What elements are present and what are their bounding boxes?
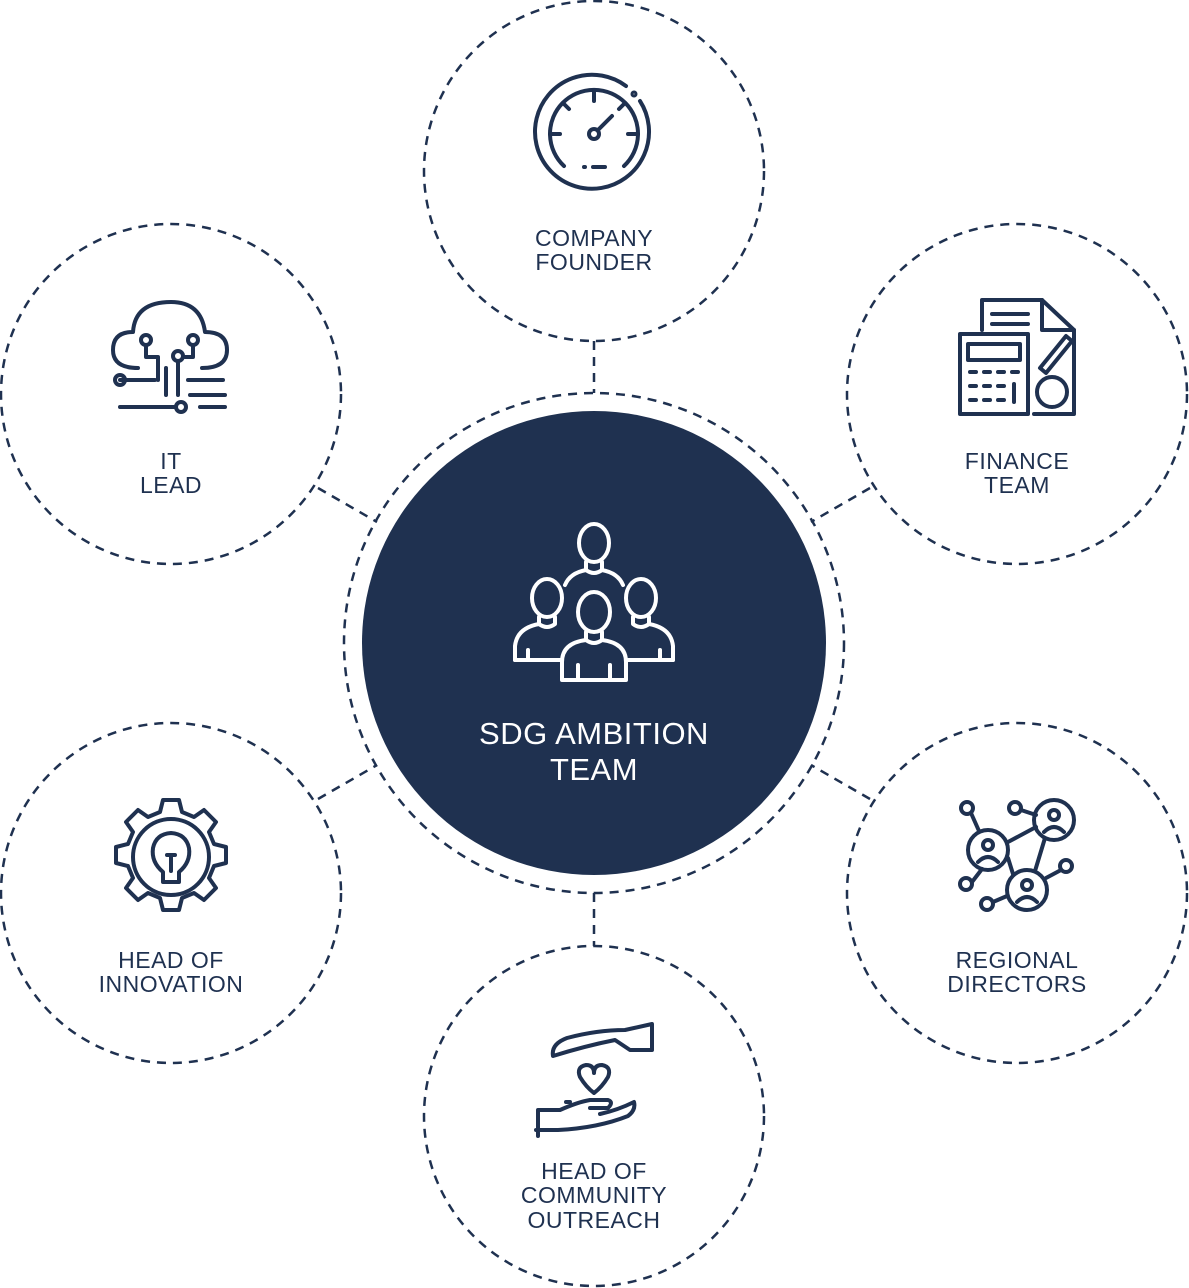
center-ring: [342, 391, 846, 895]
gear-lightbulb-icon: [114, 798, 228, 912]
node-label-line3: OUTREACH: [527, 1207, 660, 1233]
connector-regional: [810, 763, 871, 801]
node-company-founder: COMPANY FOUNDER: [422, 0, 766, 343]
node-label-line1: REGIONAL: [956, 947, 1079, 973]
node-ring: [0, 222, 343, 566]
node-head-of-innovation: HEAD OF INNOVATION: [0, 721, 343, 1065]
node-ring: [845, 222, 1189, 566]
center-node: SDG AMBITION TEAM: [342, 391, 846, 895]
network-people-icon: [958, 798, 1076, 912]
hands-heart-icon: [534, 1022, 654, 1138]
node-label-line1: IT: [160, 448, 181, 474]
connector-it: [317, 486, 378, 524]
node-label-line1: HEAD OF: [118, 947, 224, 973]
node-regional-directors: REGIONAL DIRECTORS: [845, 721, 1189, 1065]
node-it-lead: IT LEAD: [0, 222, 343, 566]
node-ring: [0, 721, 343, 1065]
node-finance-team: FINANCE TEAM: [845, 222, 1189, 566]
connectors: [317, 341, 871, 946]
node-label-line2: COMMUNITY: [521, 1182, 667, 1208]
node-label-line2: FOUNDER: [535, 249, 652, 275]
center-label-line2: TEAM: [550, 752, 638, 787]
node-head-of-community-outreach: HEAD OF COMMUNITY OUTREACH: [422, 944, 766, 1288]
node-ring: [845, 721, 1189, 1065]
node-label-line2: LEAD: [140, 472, 202, 498]
node-ring: [422, 944, 766, 1288]
connector-finance: [810, 486, 871, 524]
node-label-line1: HEAD OF: [541, 1158, 647, 1184]
speedometer-icon: [533, 72, 651, 191]
cloud-circuit-icon: [111, 300, 229, 414]
node-label-line1: COMPANY: [535, 225, 653, 251]
center-label-line1: SDG AMBITION: [479, 716, 709, 751]
calculator-invoice-icon: [958, 298, 1076, 416]
node-label-line2: DIRECTORS: [947, 971, 1087, 997]
node-label-line2: INNOVATION: [99, 971, 244, 997]
team-icon: [513, 522, 675, 682]
connector-innovation: [317, 763, 378, 801]
node-label-line1: FINANCE: [965, 448, 1069, 474]
node-label-line2: TEAM: [984, 472, 1050, 498]
node-ring: [422, 0, 766, 343]
